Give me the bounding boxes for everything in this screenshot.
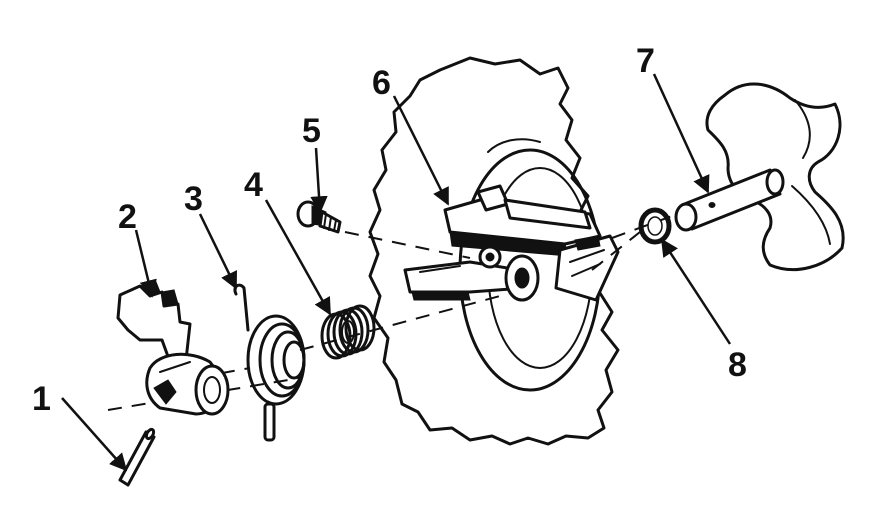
- leader-3: [198, 213, 238, 290]
- callout-4: 4: [244, 166, 263, 204]
- release-lever-part: [116, 281, 230, 416]
- compression-spring-part: [320, 304, 376, 360]
- callout-8: 8: [728, 346, 747, 384]
- pin-part: [118, 427, 156, 487]
- leader-5: [310, 147, 328, 214]
- shaft-part: [674, 168, 785, 232]
- retaining-ring-part: [638, 207, 672, 245]
- leader-1: [61, 397, 128, 472]
- leader-lines: [61, 73, 732, 472]
- leader-6: [392, 95, 450, 206]
- callout-2: 2: [118, 198, 137, 236]
- leader-7: [652, 73, 710, 194]
- callout-labels: 1 2 3 4 5 6 7 8: [32, 42, 747, 418]
- callout-7: 7: [636, 42, 655, 80]
- leader-8: [660, 238, 732, 345]
- torsion-spring-part: [233, 283, 306, 442]
- callout-6: 6: [372, 64, 391, 102]
- leader-4: [264, 199, 332, 316]
- leader-2: [134, 229, 157, 298]
- callout-3: 3: [184, 180, 203, 218]
- latch-mechanism: [403, 184, 620, 302]
- callout-5: 5: [302, 112, 321, 150]
- callout-1: 1: [32, 380, 51, 418]
